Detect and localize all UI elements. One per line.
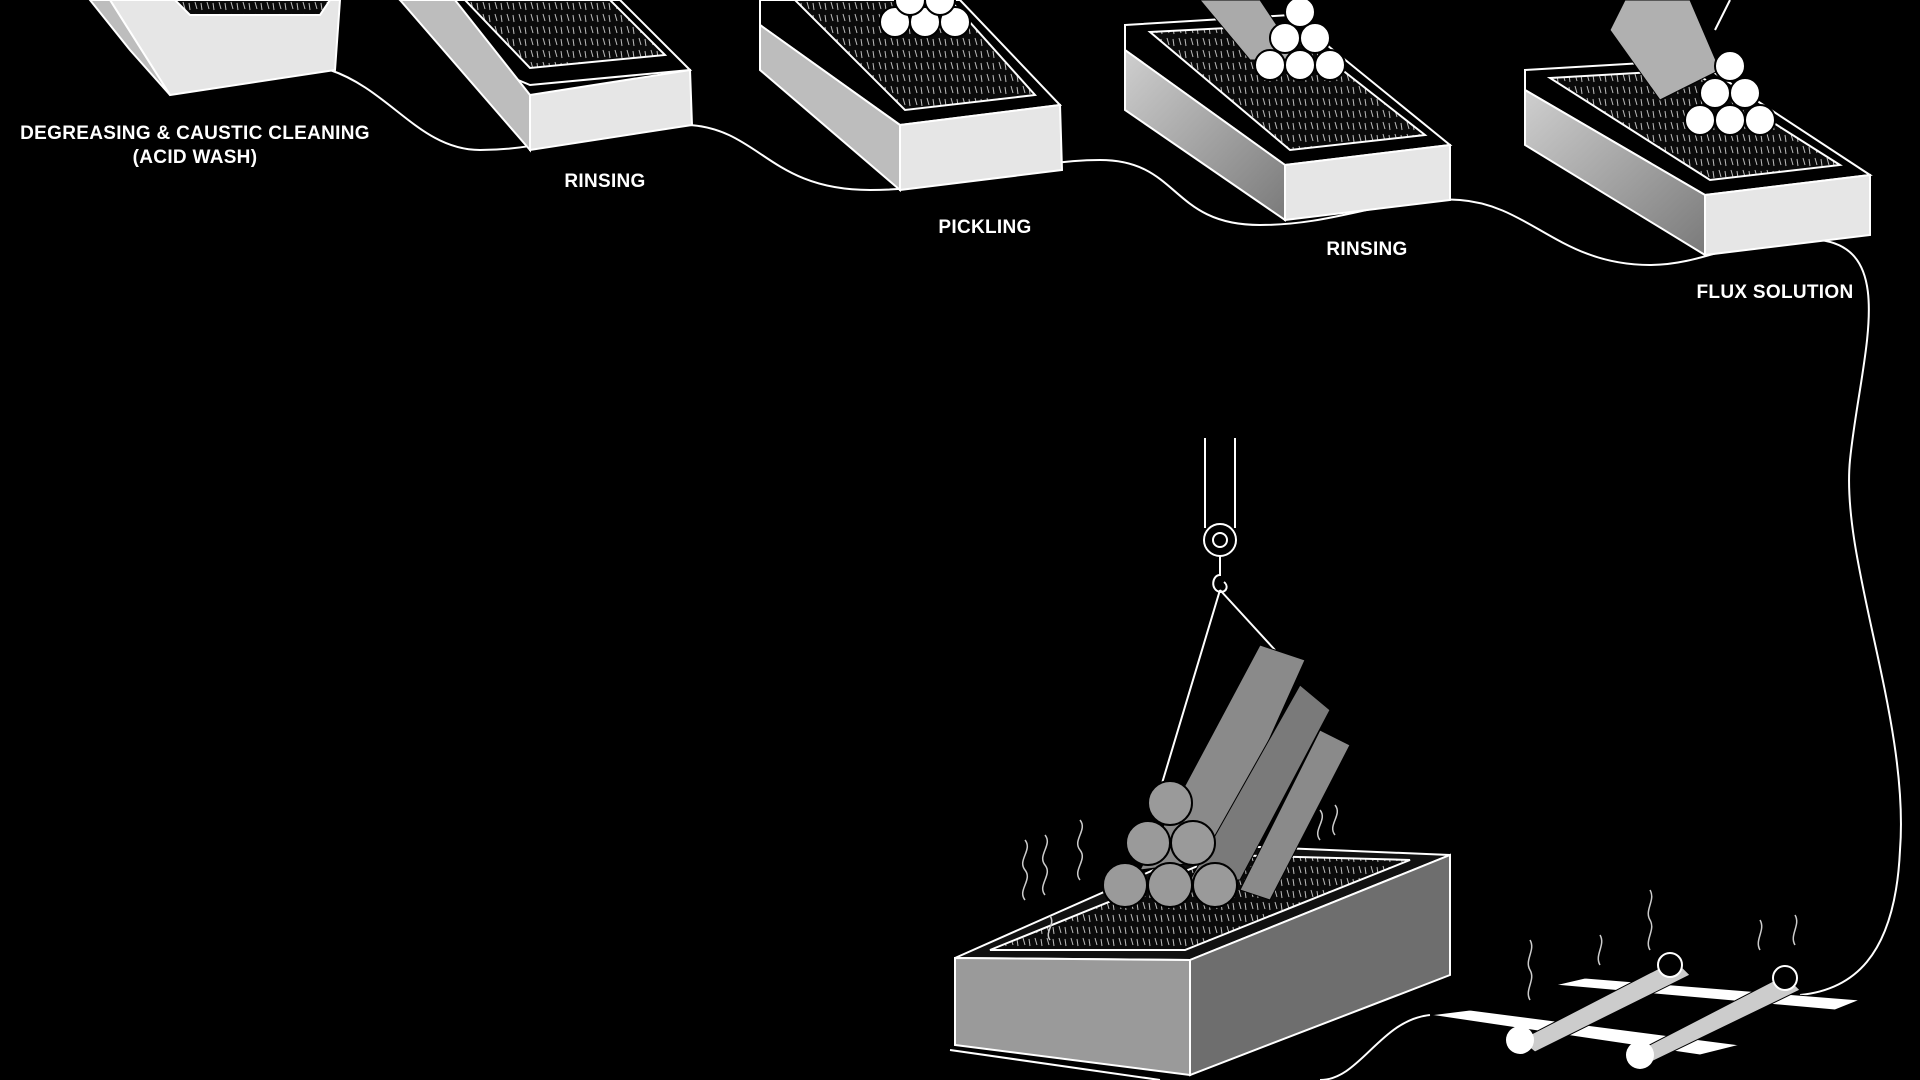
- rinsing-tank-2: [1124, 0, 1453, 222]
- zinc-bath-tank: [954, 644, 1451, 1077]
- pickling-tank: [759, 0, 1064, 193]
- degreasing-tank: [88, 0, 342, 97]
- stage-label-pickling: PICKLING: [938, 217, 1032, 238]
- process-flow-line-bottom: [949, 1014, 1431, 1080]
- rinsing-tank-1: [398, 0, 694, 153]
- stage-label-flux-solution: FLUX SOLUTION: [1696, 282, 1854, 303]
- pipe-bundle-dipping: [1102, 644, 1351, 908]
- pipe-bundle: [879, 0, 971, 38]
- pipe-bundle: [1609, 0, 1776, 136]
- stage-label-rinsing-2: RINSING: [1326, 239, 1408, 260]
- stage-label-rinsing-1: RINSING: [564, 171, 646, 192]
- steam-wisps: [1022, 804, 1338, 941]
- crane-hook: [1159, 438, 1276, 791]
- flux-solution-tank: [1524, 0, 1873, 257]
- stage-label-degreasing: DEGREASING & CAUSTIC CLEANING (ACID WASH…: [20, 122, 370, 170]
- pipe-bundle: [1199, 0, 1346, 81]
- cooling-rack: [1429, 889, 1861, 1069]
- stage-label-degreasing-line2: (ACID WASH): [132, 147, 258, 168]
- stage-label-degreasing-line1: DEGREASING & CAUSTIC CLEANING: [20, 123, 370, 144]
